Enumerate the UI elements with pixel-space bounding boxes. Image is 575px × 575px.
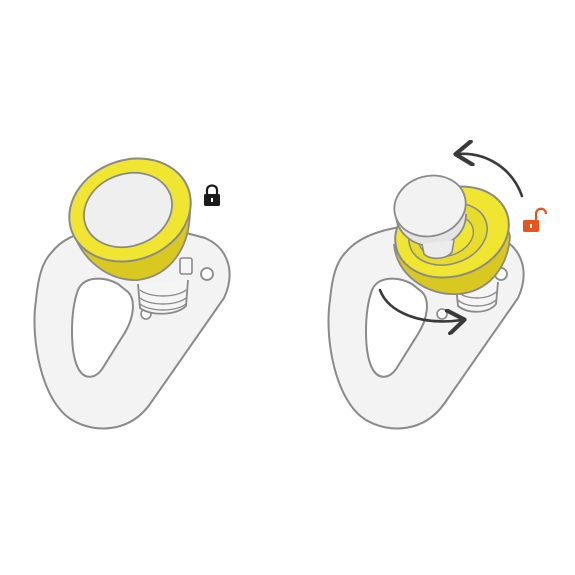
lock-closed-icon — [204, 184, 220, 206]
rivet-hole — [436, 308, 448, 320]
lock-open-icon — [523, 207, 548, 232]
unlocked-assembly — [327, 174, 525, 430]
yellow-knob-left — [68, 157, 192, 281]
rotate-counterclockwise-arrow — [458, 154, 524, 198]
grey-cap-right — [393, 174, 467, 260]
rivet-hole — [200, 267, 214, 281]
insert-arrow — [378, 288, 462, 321]
shaft-spring-left — [137, 257, 193, 315]
hanger-plate-left — [33, 223, 231, 430]
locked-assembly — [33, 157, 231, 430]
